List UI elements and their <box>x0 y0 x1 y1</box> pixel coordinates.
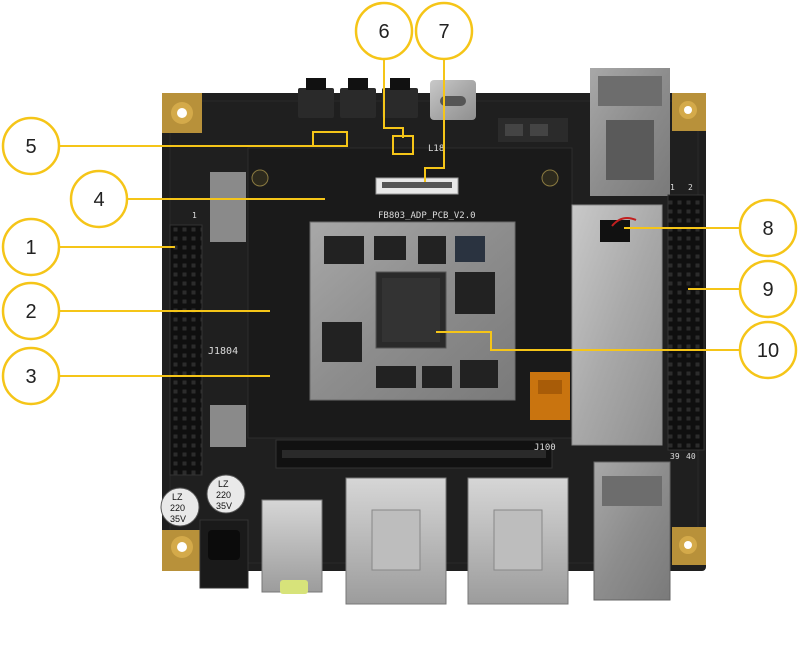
rj45-port-top-right <box>590 68 670 196</box>
edge-slot-j100 <box>275 439 553 469</box>
callout-5: 5 <box>1 116 61 176</box>
mounting-hole <box>162 530 202 571</box>
pcb-name-label: FB803_ADP_PCB_V2.0 <box>378 211 476 221</box>
flex-cable-orange <box>530 372 570 420</box>
callout-10: 10 <box>738 320 798 380</box>
header-label: J1804 <box>208 346 238 357</box>
rj45-port-bottom-right <box>593 461 671 601</box>
callout-label: 8 <box>762 218 773 240</box>
callout-label: 1 <box>25 237 36 259</box>
cap-label: 35V <box>216 501 232 511</box>
pin-label: 2 <box>688 183 693 192</box>
capacitor: LZ 220 35V <box>206 474 246 514</box>
callout-3: 3 <box>1 346 61 406</box>
inductor-label: L18 <box>428 144 444 154</box>
mounting-hole <box>162 93 202 133</box>
mounting-hole <box>672 93 706 131</box>
cap-label: LZ <box>218 479 229 489</box>
callout-6: 6 <box>354 1 414 61</box>
callout-label: 7 <box>438 21 449 43</box>
cap-label: 220 <box>170 503 185 513</box>
pin-label: 39 <box>670 452 680 461</box>
pin-label: 1 <box>192 211 197 220</box>
pin-label: 40 <box>686 452 696 461</box>
highlight-box-5 <box>312 131 348 147</box>
pin-label: 1 <box>670 183 675 192</box>
callout-label: 6 <box>378 21 389 43</box>
gpio-header-left <box>169 224 203 476</box>
callout-label: 2 <box>25 301 36 323</box>
capacitor: LZ 220 35V <box>160 487 200 527</box>
rj45-port-bottom-1 <box>345 477 447 605</box>
right-metal-shield <box>571 204 663 446</box>
callout-7: 7 <box>414 1 474 61</box>
audio-jack <box>261 499 323 594</box>
slot-label: J100 <box>534 443 556 453</box>
top-buttons <box>298 78 418 118</box>
cap-label: 35V <box>170 514 186 524</box>
callout-label: 3 <box>25 366 36 388</box>
dc-barrel-jack <box>199 519 249 589</box>
top-right-components <box>498 118 568 142</box>
callout-label: 10 <box>757 340 779 362</box>
gpio-header-right <box>667 194 705 451</box>
usb-c-connector <box>430 80 476 120</box>
callout-label: 4 <box>93 189 104 211</box>
cpu-chip <box>375 271 447 349</box>
callout-2: 2 <box>1 281 61 341</box>
mounting-hole <box>672 527 706 565</box>
callout-4: 4 <box>69 169 129 229</box>
leader-lines <box>59 59 741 377</box>
callout-label: 9 <box>762 279 773 301</box>
callout-8: 8 <box>738 198 798 258</box>
fpc-connector-7 <box>375 177 459 195</box>
cap-label: 220 <box>216 490 231 500</box>
left-heatsink-pad <box>210 172 246 447</box>
callout-9: 9 <box>738 259 798 319</box>
cap-label: LZ <box>172 492 183 502</box>
callout-1: 1 <box>1 217 61 277</box>
callout-label: 5 <box>25 136 36 158</box>
rj45-port-bottom-2 <box>467 477 569 605</box>
